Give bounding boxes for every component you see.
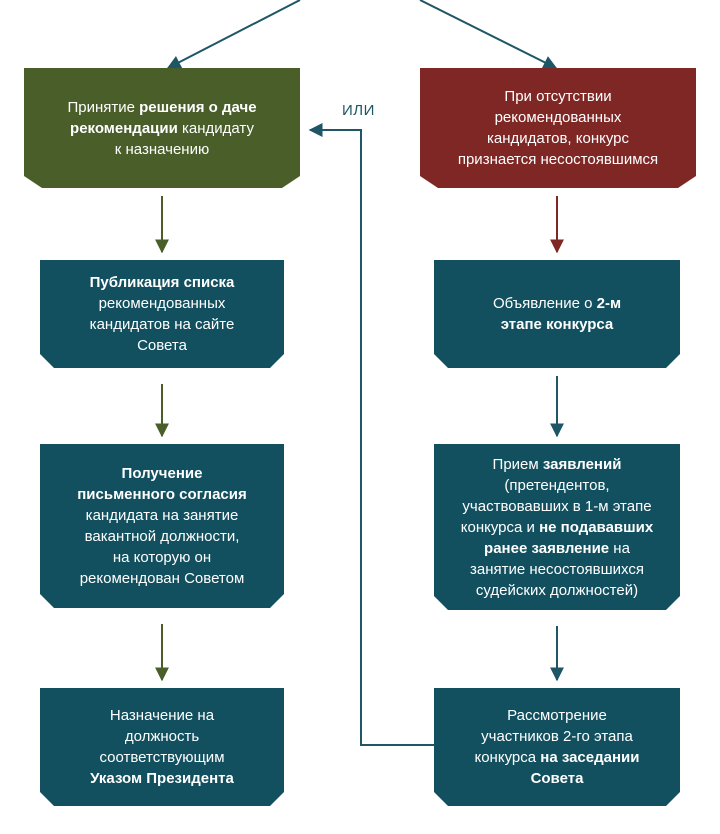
step-failed-text-line: При отсутствии [504, 86, 611, 107]
bold-text: Совета [530, 770, 584, 787]
bold-text: Публикация списка [89, 274, 235, 291]
step-publication-text-line: Публикация списка [90, 272, 235, 293]
step-review-text-line: Совета [531, 768, 584, 789]
step-publication-text-line: кандидатов на сайте [90, 314, 235, 335]
bold-text: ранее заявление [484, 539, 610, 557]
arrow-top-right [419, 0, 558, 69]
step-consent-box: Получение письменного согласия кандидата н… [40, 444, 284, 608]
text: Совета [137, 337, 187, 354]
step-appointment-text-line: соответствующим [99, 747, 224, 768]
text: признается несостоявшимся [457, 151, 659, 168]
bold-text: решения о даче [139, 98, 257, 116]
step-announcement-text-line: Объявление о 2-м [493, 293, 621, 314]
step-publication-box: Публикация списка рекомендованных кандидат… [40, 260, 284, 368]
step-applications-text-line: конкурса и не подававших [461, 517, 653, 538]
text: Объявление о [492, 295, 597, 312]
step-failed-text-line: кандидатов, конкурс [487, 128, 629, 149]
step-applications-text-line: судейских должностей) [476, 580, 638, 601]
step-consent-text-line: рекомендован Советом [80, 568, 245, 589]
step-consent-text-line: на которую он [113, 547, 211, 568]
step-failed-text-line: признается несостоявшимся [458, 149, 658, 170]
text: участвовавших в 1-м этапе [462, 497, 652, 515]
bold-text: на заседании [540, 749, 640, 766]
step-review-text-line: конкурса на заседании [474, 747, 639, 768]
bold-text: рекомендации [70, 119, 178, 137]
text: Принятие [67, 98, 140, 116]
step-consent-text-line: вакантной должности, [85, 526, 240, 547]
text: кандидатов на сайте [89, 316, 235, 333]
text: занятие несостоявшихся [469, 560, 645, 578]
text: Прием [492, 455, 543, 473]
text: участников 2-го этапа [481, 728, 633, 745]
step-applications-text-line: (претендентов, [504, 475, 609, 496]
step-review-text-line: Рассмотрение [507, 705, 607, 726]
step-failed-box: При отсутствии рекомендованных кандидатов,… [420, 68, 696, 188]
step-consent-text-line: письменного согласия [77, 484, 247, 505]
step-review-text-line: участников 2-го этапа [481, 726, 633, 747]
step-review-box: Рассмотрение участников 2-го этапа конкурс… [434, 688, 680, 806]
text: рекомендованных [98, 295, 226, 312]
bold-text: 2-м [596, 295, 622, 312]
step-announcement-text-line: этапе конкурса [501, 314, 614, 335]
bold-text: Получение [121, 465, 203, 482]
text: конкурса [474, 749, 541, 766]
step-applications-text-line: участвовавших в 1-м этапе [462, 496, 651, 517]
text: на [609, 539, 630, 557]
bold-text: Указом Президента [90, 770, 234, 787]
text: кандидата на занятие [85, 507, 239, 524]
step-consent-text-line: кандидата на занятие [86, 505, 239, 526]
or-label: ИЛИ [342, 102, 375, 119]
step-decision-text-line: к назначению [115, 139, 209, 160]
bold-text: не подававших [539, 518, 654, 536]
text: судейских должностей) [475, 581, 639, 599]
arrow-review-back-to-decision [308, 123, 434, 746]
text: (претендентов, [504, 476, 610, 494]
text: рекомендованных [494, 109, 622, 126]
bold-text: заявлений [542, 455, 622, 473]
step-consent-text-line: Получение [122, 463, 203, 484]
text: на которую он [112, 549, 212, 566]
text: рекомендован Советом [79, 570, 245, 587]
text: Рассмотрение [507, 707, 607, 724]
step-applications-text-line: Прием заявлений [493, 454, 622, 475]
text: конкурса и [460, 518, 540, 536]
step-applications-box: Прием заявлений(претендентов,участвовавш… [434, 444, 680, 610]
bold-text: письменного согласия [77, 486, 247, 503]
text: соответствующим [99, 749, 225, 766]
text: Назначение на [109, 707, 215, 724]
bold-text: этапе конкурса [500, 316, 614, 333]
step-failed-text-line: рекомендованных [495, 107, 622, 128]
text: При отсутствии [504, 88, 612, 105]
step-appointment-text-line: Указом Президента [90, 768, 234, 789]
arrow-top-left [166, 0, 301, 69]
text: вакантной должности, [84, 528, 240, 545]
step-announcement-box: Объявление о 2-м этапе конкурса [434, 260, 680, 368]
text: к назначению [114, 140, 210, 158]
text: кандидату [177, 119, 254, 137]
step-decision-text-line: Принятие решения о даче [67, 97, 256, 118]
text: кандидатов, конкурс [486, 130, 630, 147]
step-publication-text-line: рекомендованных [99, 293, 226, 314]
step-decision-text-line: рекомендации кандидату [70, 118, 254, 139]
text: должность [124, 728, 200, 745]
step-applications-text-line: ранее заявление на [484, 538, 630, 559]
step-publication-text-line: Совета [137, 335, 187, 356]
step-appointment-text-line: Назначение на [110, 705, 214, 726]
step-appointment-text-line: должность [125, 726, 199, 747]
step-applications-text-line: занятие несостоявшихся [470, 559, 644, 580]
